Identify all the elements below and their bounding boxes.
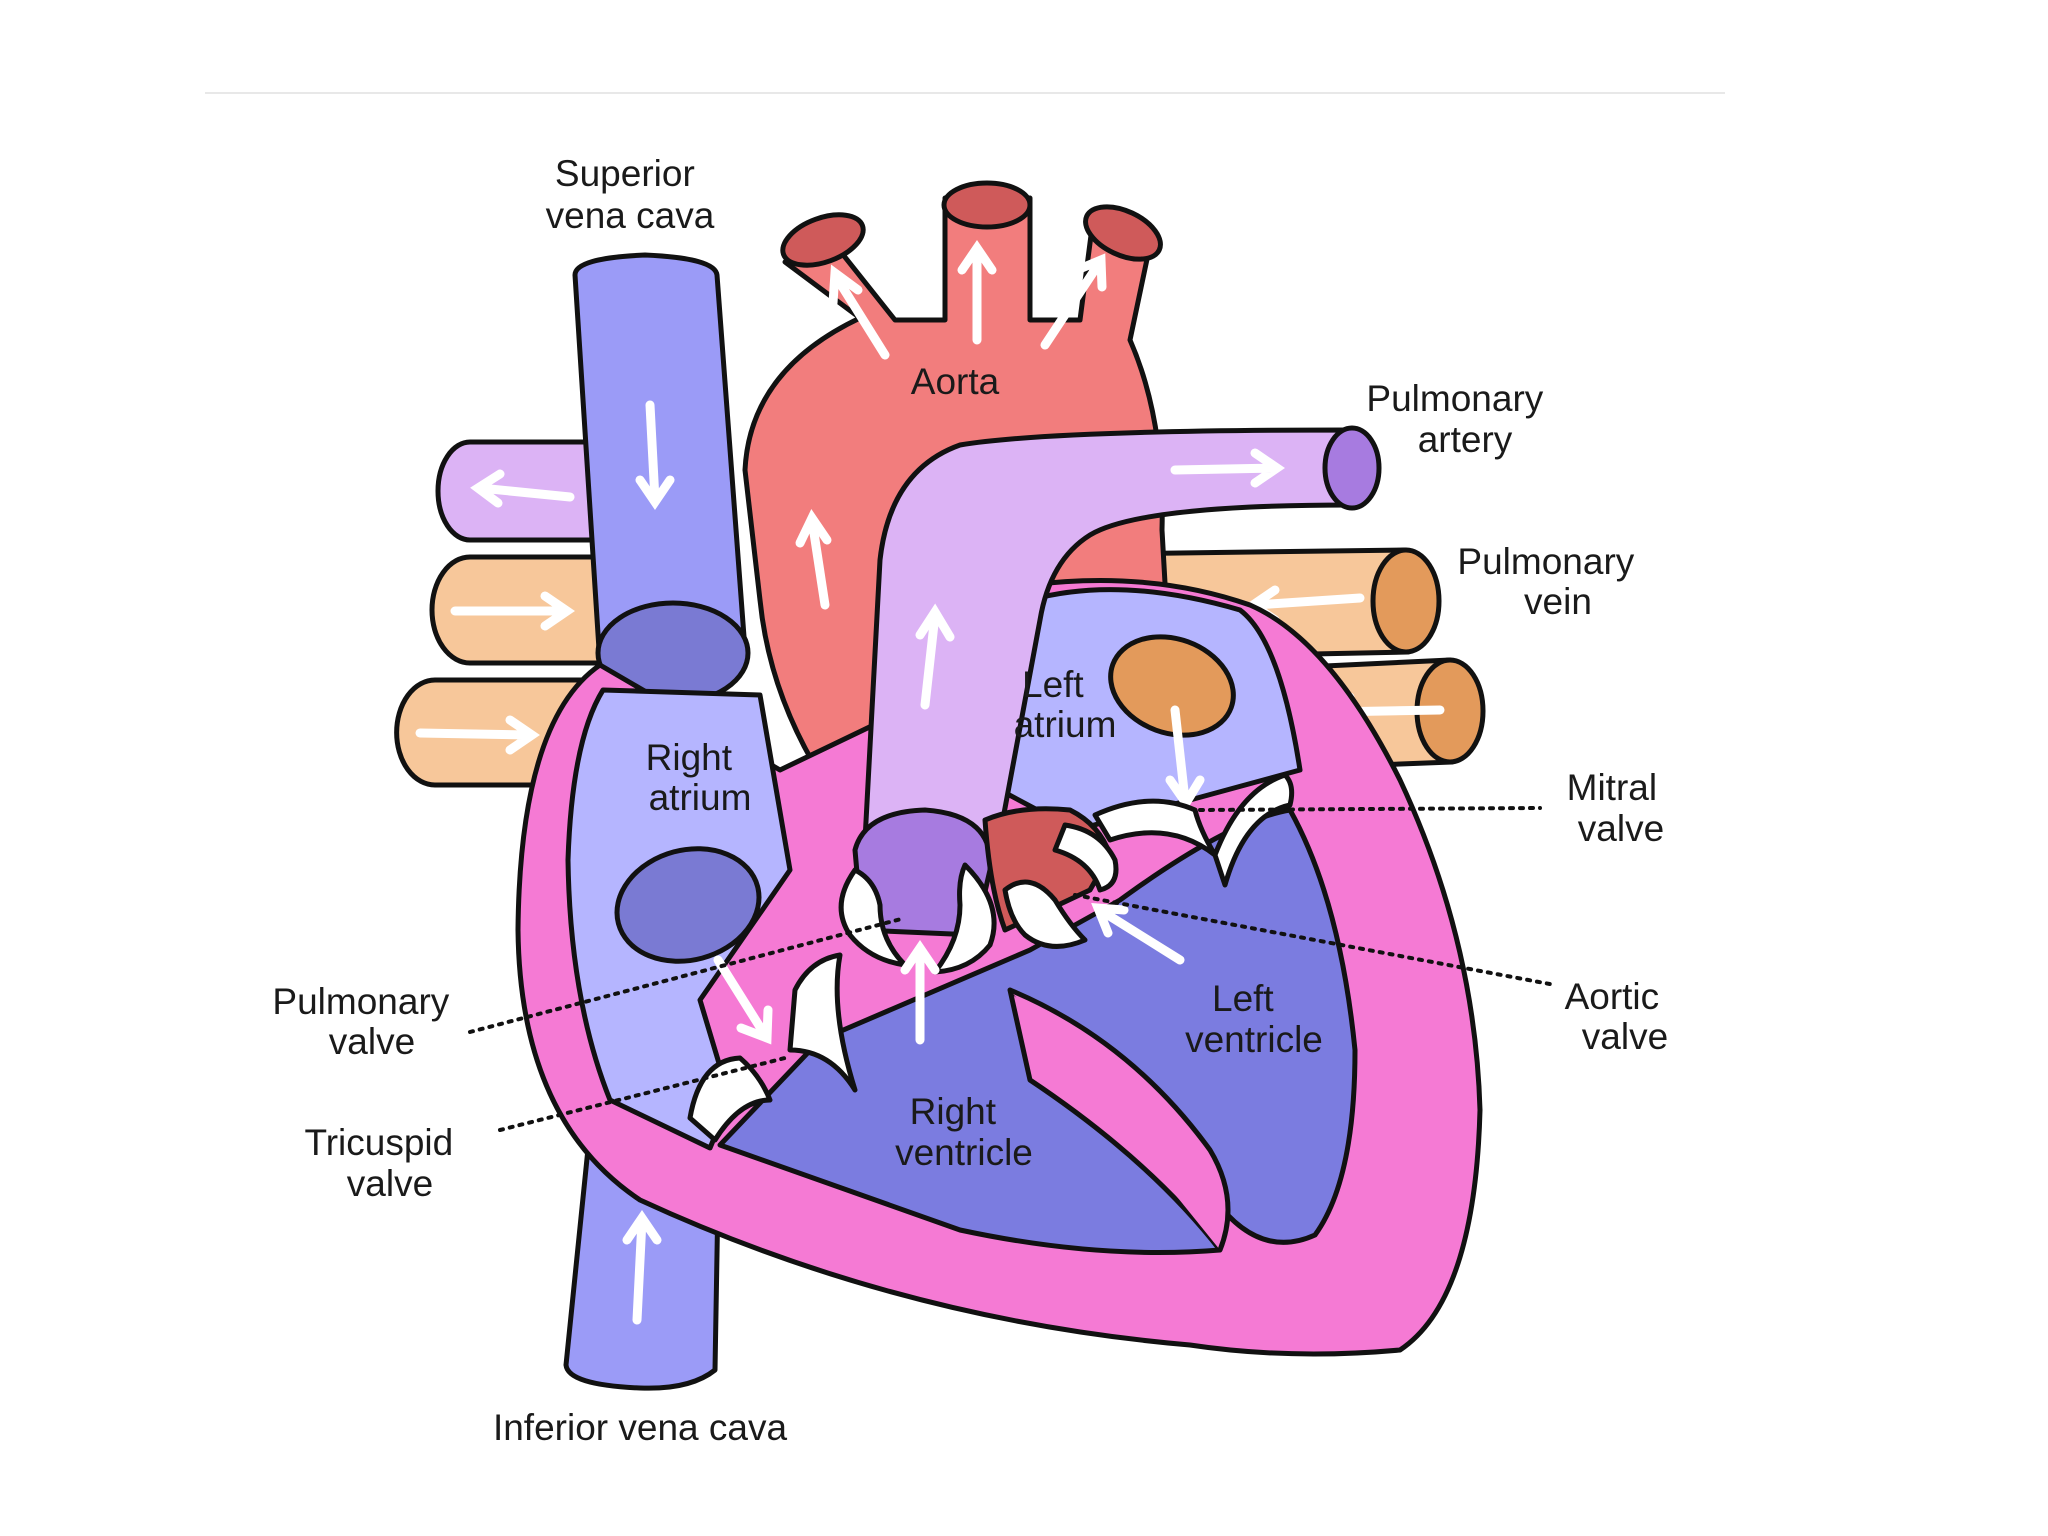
label-pulmonary-artery: Pulmonary artery — [1366, 378, 1553, 460]
label-aorta: Aorta — [911, 361, 1000, 402]
label-right-atrium: Right atrium — [646, 737, 752, 818]
label-aortic-valve: Aortic valve — [1565, 976, 1670, 1057]
label-pulmonary-valve: Pulmonary valve — [272, 981, 459, 1062]
pulmonary-artery — [852, 425, 1382, 938]
aortic-valve-leaflets — [982, 806, 1119, 949]
pulmonary-artery-left-branch — [435, 439, 623, 543]
left-atrium — [997, 587, 1303, 833]
label-inferior-vena-cava: Inferior vena cava — [493, 1407, 788, 1448]
ventricles — [717, 807, 1358, 1255]
interior-flow-arrows — [900, 902, 1185, 1045]
label-pulmonary-vein: Pulmonary vein — [1457, 541, 1644, 622]
label-tricuspid-valve: Tricuspid valve — [304, 1122, 463, 1204]
label-mitral-valve: Mitral valve — [1567, 767, 1668, 849]
label-right-ventricle: Right ventricle — [895, 1091, 1033, 1173]
mitral-valve-leaflets — [1092, 772, 1295, 888]
label-left-ventricle: Left ventricle — [1185, 978, 1323, 1060]
tricuspid-valve-leaflets — [687, 952, 858, 1143]
right-atrium — [565, 687, 793, 1151]
superior-vena-cava — [572, 252, 751, 706]
label-superior-vena-cava: Superior vena cava — [546, 153, 715, 236]
label-left-atrium: Left atrium — [1014, 664, 1117, 745]
leader-lines — [468, 806, 1557, 1132]
